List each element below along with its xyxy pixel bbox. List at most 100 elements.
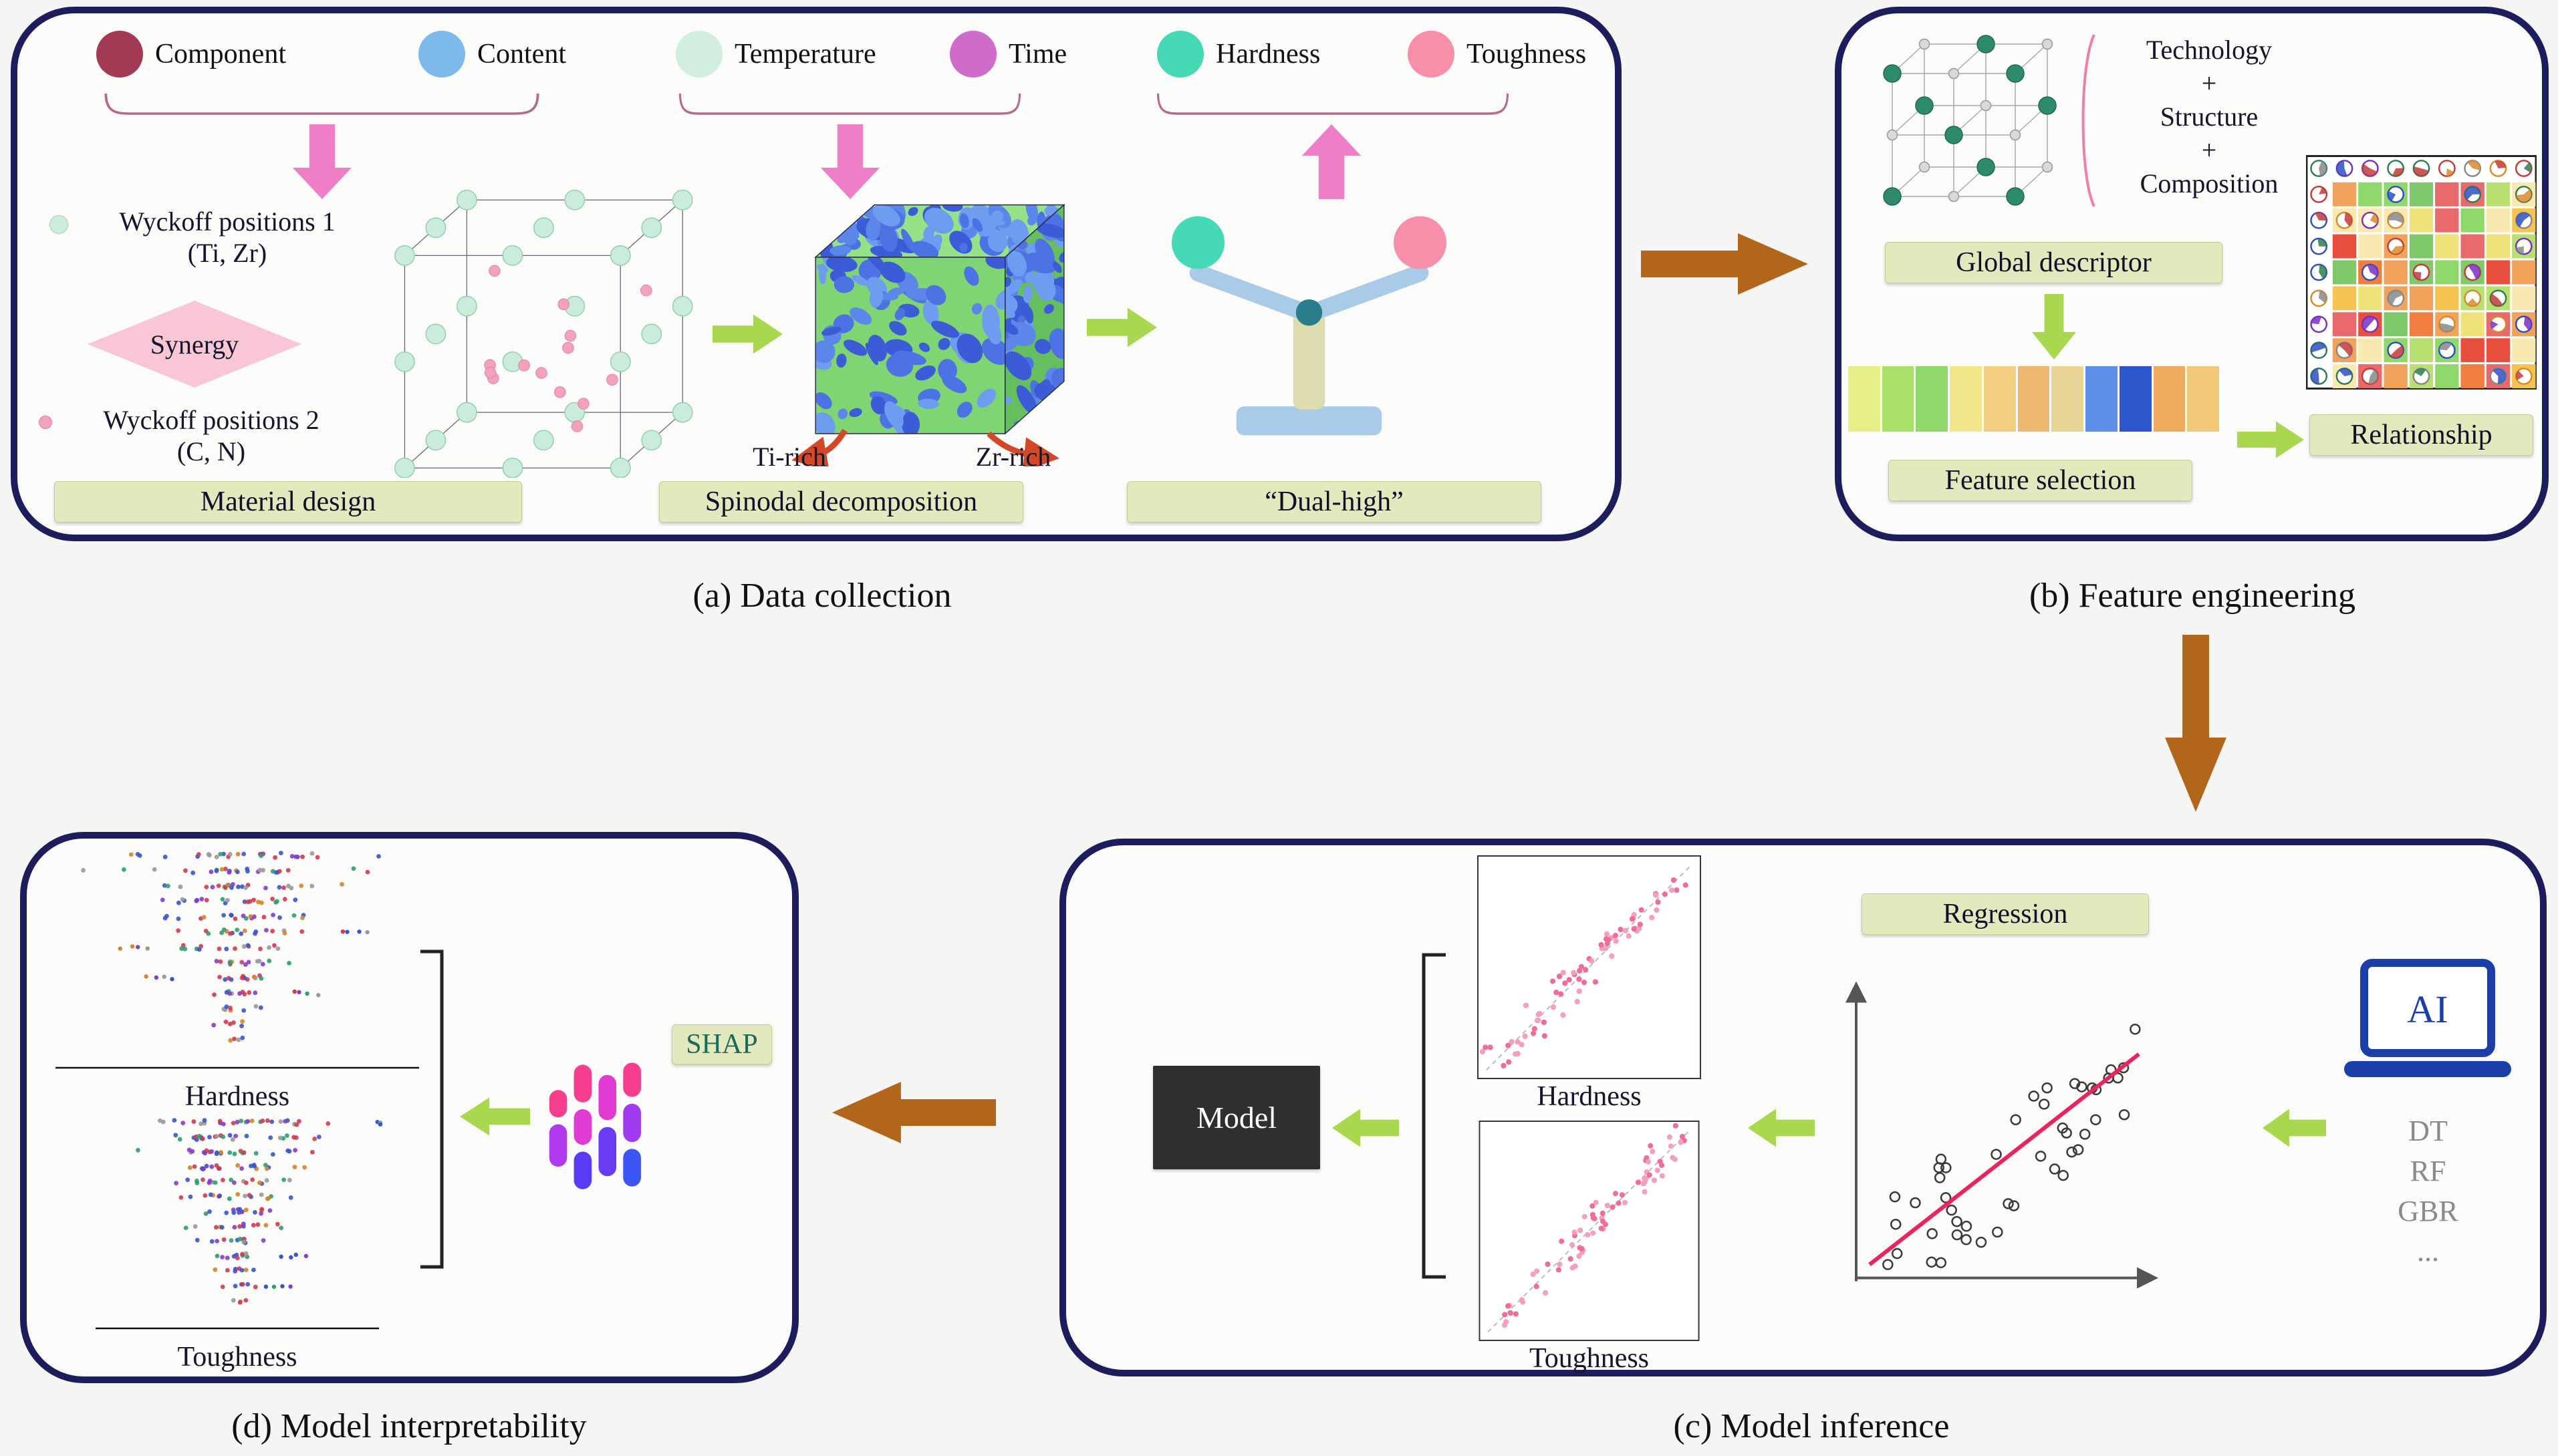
toughness-dot-icon (1408, 31, 1454, 78)
legend-label: Component (155, 39, 286, 69)
wyckoff2-label: Wyckoff positions 2 (C, N) (57, 404, 365, 467)
legend-label: Hardness (1216, 39, 1321, 69)
legend-item-toughness: Toughness (1408, 31, 1586, 78)
green-down-arrow-icon (2031, 294, 2077, 359)
algorithm-gbr: GBR (2398, 1195, 2458, 1227)
brace-group1 (103, 92, 541, 119)
feature-cell (1848, 366, 1880, 432)
legend-label: Temperature (735, 39, 876, 69)
synergy-label: Synergy (150, 329, 239, 359)
panel-model-inference: Model Hardness Toughness Regression AI D… (1059, 839, 2547, 1376)
algorithm-more: ... (2417, 1235, 2439, 1268)
caption-data-collection: (a) Data collection (692, 577, 952, 615)
annotation-structure: Structure (2160, 102, 2259, 132)
brown-left-arrow-icon (832, 1082, 996, 1143)
green-right-arrow-icon (713, 314, 783, 354)
feature-cell (1950, 366, 1982, 432)
feature-cell (1983, 366, 2016, 432)
legend-label: Time (1009, 39, 1067, 69)
caption-model-interpretability: (d) Model interpretability (231, 1407, 587, 1445)
ai-laptop-icon: AI (2336, 958, 2520, 1095)
legend-item-time: Time (950, 31, 1067, 78)
time-dot-icon (950, 31, 997, 78)
wyckoff1-line1: Wyckoff positions 1 (119, 206, 336, 237)
zr-rich-label: Zr-rich (975, 442, 1051, 472)
global-descriptor-box: Global descriptor (1885, 242, 2222, 283)
legend-item-hardness: Hardness (1157, 31, 1320, 78)
balance-scale-illustration (1157, 188, 1461, 466)
panel-data-collection: Component Content Temperature Time Hardn… (11, 7, 1622, 541)
feature-selection-box: Feature selection (1888, 460, 2192, 501)
feature-cell (2187, 366, 2220, 432)
shap-box: SHAP (672, 1024, 772, 1064)
crystal-structure-illustration (365, 177, 713, 478)
wyckoff1-label: Wyckoff positions 1 (Ti, Zr) (74, 206, 381, 269)
panel-model-interpretability: Hardness Toughness SHAP (20, 832, 799, 1383)
material-design-box: Material design (54, 481, 522, 523)
legend-item-content: Content (418, 31, 566, 78)
hardness-plot-label: Hardness (1537, 1081, 1642, 1112)
shap-summary-toughness (90, 1116, 384, 1336)
feature-vector-illustration (1848, 366, 2220, 432)
annotation-plus: + (2201, 135, 2217, 165)
descriptor-annotation: Technology + Structure + Composition (2099, 33, 2319, 200)
algorithm-dt: DT (2408, 1115, 2448, 1147)
synergy-diamond: Synergy (88, 301, 301, 388)
green-left-arrow-icon (460, 1097, 530, 1136)
brown-right-arrow-icon (1641, 233, 1808, 295)
temperature-dot-icon (676, 31, 723, 78)
feature-cell (1882, 366, 1914, 432)
brace-group3 (1156, 92, 1510, 119)
feature-cell (2153, 366, 2186, 432)
spinodal-cube-illustration (789, 159, 1090, 466)
brace-group2 (678, 92, 1022, 119)
pink-brace-icon (2074, 32, 2097, 209)
annotation-technology: Technology (2146, 35, 2273, 65)
model-box: Model (1153, 1066, 1320, 1169)
regression-box: Regression (1862, 893, 2149, 935)
legend-item-component: Component (96, 31, 286, 78)
shap-summary-hardness (50, 849, 424, 1076)
legend-label: Content (477, 39, 566, 69)
wyckoff2-line2: (C, N) (176, 436, 246, 466)
feature-cell (2119, 366, 2152, 432)
crystal-lattice-illustration (1868, 28, 2069, 229)
component-dot-icon (96, 31, 143, 78)
green-left-arrow-icon (1332, 1109, 1399, 1147)
relationship-box: Relationship (2309, 414, 2533, 456)
feature-cell (2085, 366, 2118, 432)
hardness-shap-label: Hardness (184, 1081, 290, 1112)
toughness-shap-label: Toughness (177, 1342, 297, 1372)
hardness-parity-plot (1474, 855, 1704, 1079)
annotation-plus: + (2201, 68, 2217, 98)
content-dot-icon (418, 31, 465, 78)
panel-feature-engineering: Technology + Structure + Composition Glo… (1835, 7, 2549, 541)
regression-scatter-plot (1828, 976, 2162, 1300)
wyckoff1-dot-icon (49, 215, 68, 234)
green-left-arrow-icon (1748, 1109, 1815, 1147)
green-left-arrow-icon (2263, 1109, 2326, 1147)
caption-model-inference: (c) Model inference (1673, 1407, 1950, 1445)
feature-cell (2017, 366, 2050, 432)
green-right-arrow-icon (2237, 421, 2304, 458)
legend-item-temperature: Temperature (676, 31, 876, 78)
ai-label: AI (2407, 988, 2448, 1031)
wyckoff2-line1: Wyckoff positions 2 (103, 405, 319, 435)
pink-down-arrow-icon (292, 124, 352, 199)
spinodal-decomposition-box: Spinodal decomposition (659, 481, 1023, 523)
shap-logo-icon (545, 1052, 655, 1196)
brown-down-arrow-icon (2165, 635, 2226, 812)
toughness-parity-plot (1474, 1121, 1704, 1341)
green-right-arrow-icon (1087, 307, 1157, 347)
legend-label: Toughness (1466, 39, 1587, 69)
feature-cell (1916, 366, 1948, 432)
bracket-left-icon (1417, 952, 1449, 1280)
dual-high-box: “Dual-high” (1127, 481, 1541, 523)
ti-rich-label: Ti-rich (753, 442, 826, 472)
annotation-composition: Composition (2140, 168, 2279, 198)
algorithm-rf: RF (2410, 1155, 2446, 1187)
algorithm-list: DT RF GBR ... (2336, 1111, 2520, 1272)
caption-feature-engineering: (b) Feature engineering (2029, 577, 2355, 615)
hardness-dot-icon (1157, 31, 1204, 78)
